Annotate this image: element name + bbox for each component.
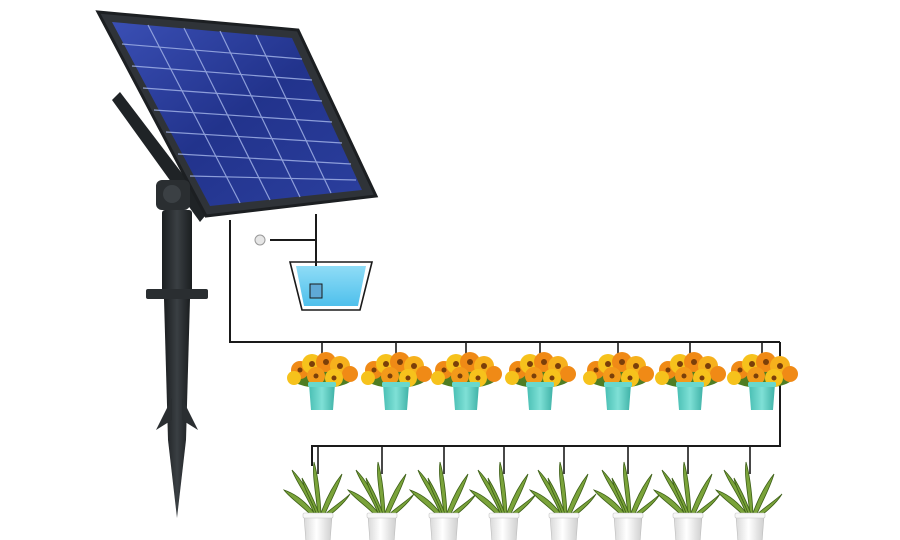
pump-valve <box>254 234 266 246</box>
hanging-flower-pot <box>360 341 433 411</box>
hanging-flower-pot <box>430 341 503 411</box>
tubing <box>229 214 781 466</box>
snake-plant-pot <box>409 445 477 540</box>
snake-plant-pot <box>469 445 537 540</box>
water-bucket <box>288 261 374 311</box>
hanging-flower-row <box>286 341 799 411</box>
snake-plant-pot <box>529 445 597 540</box>
hanging-flower-pot <box>504 341 577 411</box>
hanging-flower-pot <box>654 341 727 411</box>
snake-plant-pot <box>283 445 351 540</box>
snake-plant-row <box>283 445 783 540</box>
snake-plant-pot <box>593 445 661 540</box>
hanging-flower-pot <box>286 341 359 411</box>
snake-plant-pot <box>653 445 721 540</box>
hanging-flower-pot <box>582 341 655 411</box>
snake-plant-pot <box>715 445 783 540</box>
solar-panel <box>95 10 379 222</box>
hanging-flower-pot <box>726 341 799 411</box>
ground-stake <box>146 210 208 518</box>
snake-plant-pot <box>347 445 415 540</box>
